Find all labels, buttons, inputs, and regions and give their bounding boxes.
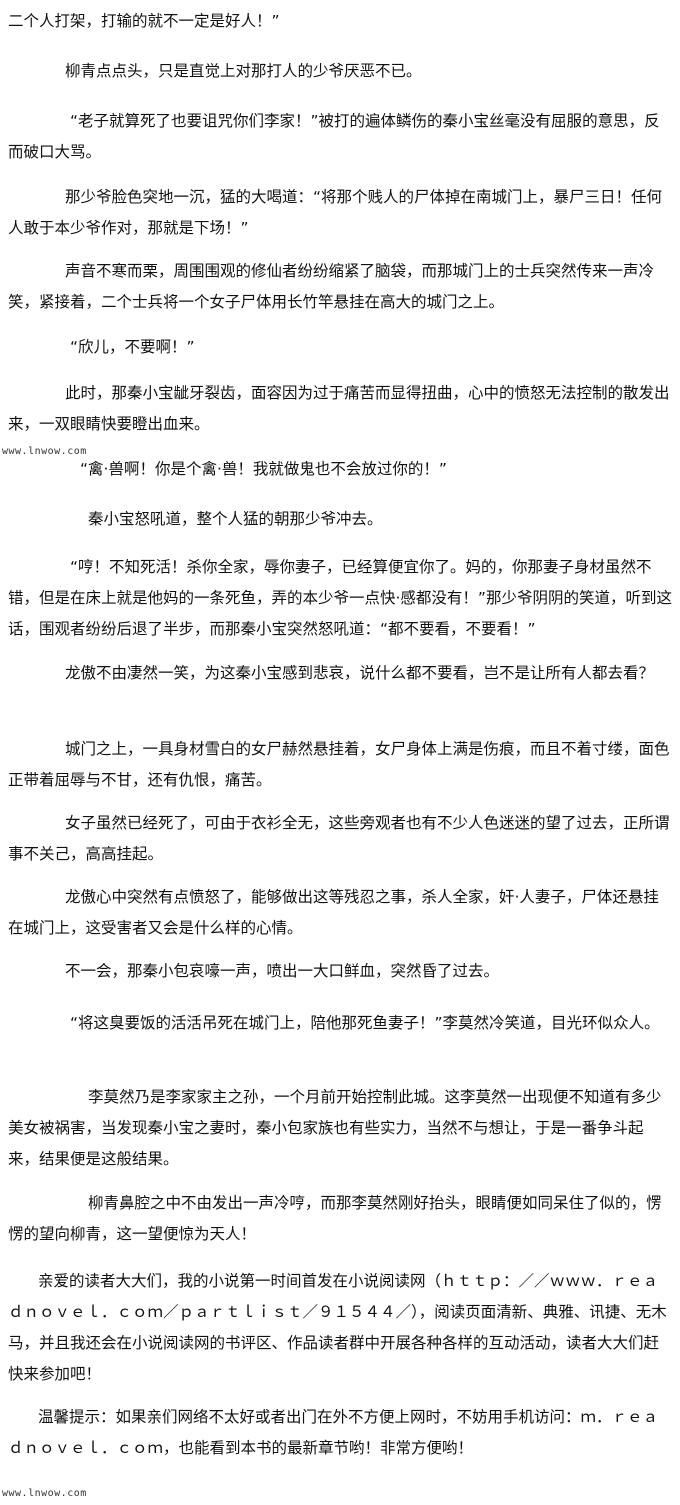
paragraph: 城门之上，一具身材雪白的女尸赫然悬挂着，女尸身体上满是伤痕，而且不着寸缕，面色正… — [8, 740, 670, 789]
site-watermark: www.lnwow.com — [2, 446, 87, 457]
paragraph: 不一会，那秦小包哀嚎一声，喷出一大口鲜血，突然昏了过去。 — [65, 962, 500, 980]
paragraph: 亲爱的读者大大们，我的小说第一时间首发在小说阅读网（ｈｔｔｐ：／／ｗｗｗ．ｒｅａ… — [8, 1272, 667, 1383]
paragraph: 龙傲不由凄然一笑，为这秦小宝感到悲哀，说什么都不要看，岂不是让所有人都去看？ — [65, 664, 655, 682]
paragraph: “禽·兽啊！你是个禽·兽！我就做鬼也不会放过你的！” — [80, 460, 447, 478]
paragraph: “哼！不知死活！杀你全家，辱你妻子，已经算便宜你了。妈的，你那妻子身材虽然不错，… — [8, 558, 672, 638]
site-watermark: www.lnwow.com — [2, 1488, 87, 1499]
paragraph: 此时，那秦小宝龇牙裂齿，面容因为过于痛苦而显得扭曲，心中的愤怒无法控制的散发出来… — [8, 384, 670, 433]
paragraph: “将这臭要饭的活活吊死在城门上，陪他那死鱼妻子！”李莫然冷笑道，目光环似众人。 — [70, 1014, 660, 1032]
paragraph: 女子虽然已经死了，可由于衣衫全无，这些旁观者也有不少人色迷迷的望了过去，正所谓事… — [8, 814, 670, 863]
paragraph: “欣儿，不要啊！” — [70, 338, 195, 356]
paragraph: “老子就算死了也要诅咒你们李家！”被打的遍体鳞伤的秦小宝丝毫没有屈服的意思，反而… — [8, 112, 660, 161]
paragraph: 二个人打架，打输的就不一定是好人！” — [8, 12, 280, 30]
paragraph: 柳青鼻腔之中不由发出一声冷哼，而那李莫然刚好抬头，眼睛便如同呆住了似的，愣愣的望… — [8, 1194, 662, 1243]
paragraph: 李莫然乃是李家家主之孙，一个月前开始控制此城。这李莫然一出现便不知道有多少美女被… — [8, 1088, 662, 1168]
paragraph: 那少爷脸色突地一沉，猛的大喝道：“将那个贱人的尸体掉在南城门上，暴尸三日！任何人… — [8, 188, 663, 237]
paragraph: 声音不寒而栗，周围围观的修仙者纷纷缩紧了脑袋，而那城门上的士兵突然传来一声冷笑，… — [8, 262, 655, 311]
paragraph: 秦小宝怒吼道，整个人猛的朝那少爷冲去。 — [88, 510, 383, 528]
paragraph: 柳青点点头，只是直觉上对那打人的少爷厌恶不已。 — [65, 62, 422, 80]
paragraph: 龙傲心中突然有点愤怒了，能够做出这等残忍之事，杀人全家，奸·人妻子，尸体还悬挂在… — [8, 888, 659, 937]
paragraph: 温馨提示：如果亲们网络不太好或者出门在外不方便上网时，不妨用手机访问：ｍ．ｒｅａ… — [8, 1408, 659, 1457]
